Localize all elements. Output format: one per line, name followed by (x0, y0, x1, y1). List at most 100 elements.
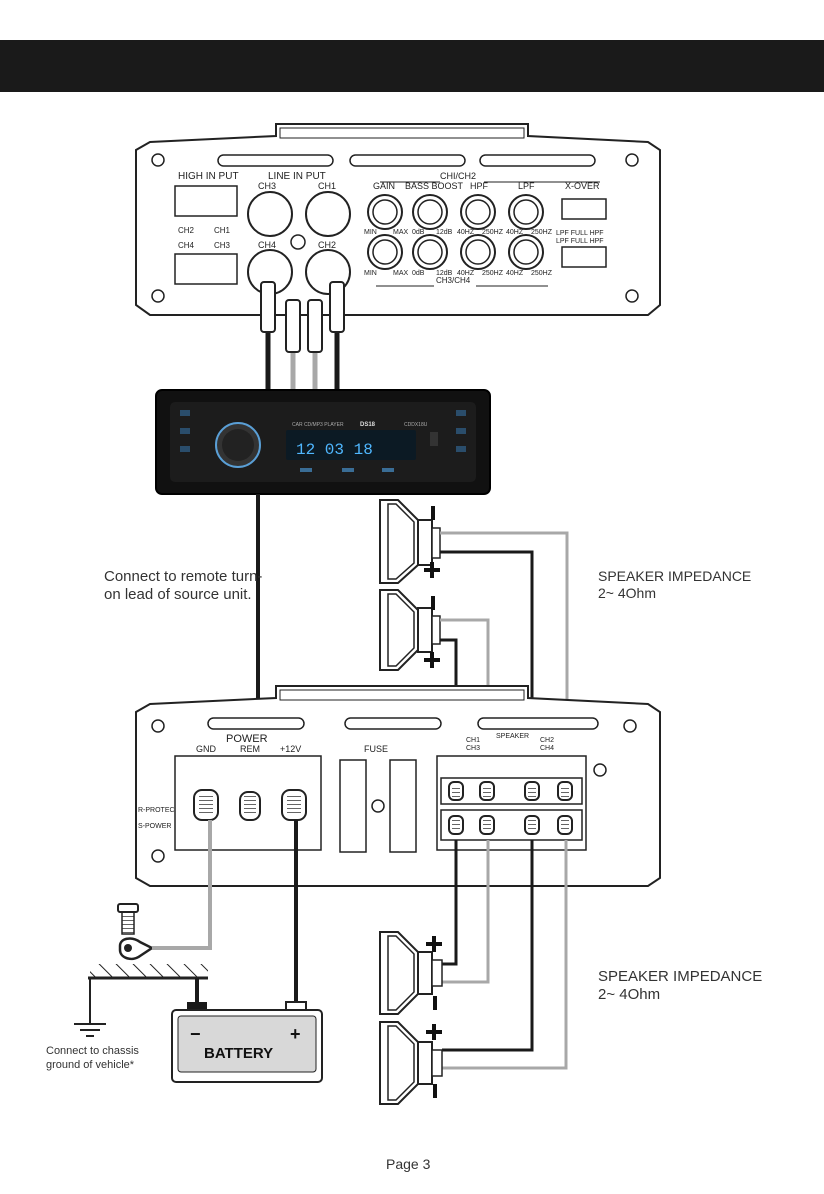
spk-ch4-label: CH4 (540, 745, 554, 752)
lcd-display (286, 430, 416, 460)
lpf2-40hz-label: 40HZ (506, 270, 524, 277)
amplifier-top: HIGH IN PUT LINE IN PUT CHI/CH2 CH2 CH1 … (135, 123, 661, 316)
rca-ch1-label: CH1 (318, 181, 336, 191)
speaker-label: SPEAKER (496, 733, 529, 740)
battery-minus: − (190, 1024, 201, 1044)
amplifier-bottom: POWER GND REM +12V FUSE SPEAKER CH1 CH3 … (135, 685, 661, 887)
high-ch1-label: CH1 (214, 226, 231, 235)
speaker-terminal-screw[interactable] (479, 781, 495, 801)
gnd-terminal-screw[interactable] (193, 789, 219, 821)
speaker-terminal-screw[interactable] (448, 781, 464, 801)
lpf2-250hz-label: 250HZ (531, 270, 553, 277)
high-input-socket (174, 185, 238, 217)
header-bar (0, 40, 824, 92)
impedance-top-value: 2~ 4Ohm (598, 585, 656, 601)
bass-boost-knob-2[interactable] (412, 234, 448, 270)
ground-symbol-icon (74, 1023, 106, 1037)
bass2-12db-label: 12dB (436, 270, 453, 277)
usb-port (430, 432, 438, 446)
gain-min-label: MIN (364, 229, 377, 236)
speaker-terminal-screw[interactable] (557, 815, 573, 835)
hpf2-40hz-label: 40HZ (457, 270, 475, 277)
bass2-0db-label: 0dB (412, 270, 425, 277)
gain-label: GAIN (373, 181, 395, 191)
v12-label: +12V (280, 744, 301, 754)
bass-12db-label: 12dB (436, 229, 453, 236)
hpf2-250hz-label: 250HZ (482, 270, 504, 277)
mount-hole (151, 849, 165, 863)
plus-icon (426, 1024, 442, 1040)
lpf-label: LPF (518, 181, 535, 191)
xover-options-1: LPF FULL HPF (556, 230, 604, 237)
rca-ch3-label: CH3 (258, 181, 276, 191)
mount-hole (625, 153, 639, 167)
speaker-terminal-screw[interactable] (479, 815, 495, 835)
gain-knob-2[interactable] (367, 234, 403, 270)
speaker-terminal-screw[interactable] (524, 815, 540, 835)
mount-hole (625, 289, 639, 303)
brand-logo: DS18 (360, 422, 376, 428)
gain-knob[interactable] (367, 194, 403, 230)
speaker-wires-bottom (442, 840, 568, 1070)
battery-label: BATTERY (204, 1045, 273, 1062)
gain2-min-label: MIN (364, 270, 377, 277)
ch3-ch4-label: CH3/CH4 (436, 276, 471, 285)
high-ch3-label: CH3 (214, 241, 231, 250)
lpf-knob-2[interactable] (508, 234, 544, 270)
rem-terminal-screw[interactable] (239, 791, 261, 821)
power-label: POWER (226, 733, 268, 745)
minus-icon (433, 996, 437, 1010)
high-ch2-label: CH2 (178, 226, 195, 235)
impedance-top-title: SPEAKER IMPEDANCE (598, 568, 752, 584)
spk-ch1-label: CH1 (466, 737, 480, 744)
xover-switch-1[interactable] (561, 198, 607, 220)
remote-note: Connect to remote turn-on lead of source… (104, 568, 263, 603)
xover-label: X-OVER (565, 181, 600, 191)
rca-ch2-label: CH2 (318, 240, 336, 250)
speaker-top-1 (379, 499, 441, 584)
s-power-label: S-POWER (138, 823, 171, 830)
lpf-knob[interactable] (508, 194, 544, 230)
screw-icon (117, 903, 139, 935)
lcd-text: 12 03 18 (296, 441, 373, 459)
hpf-label: HPF (470, 181, 489, 191)
fuse-1 (339, 759, 367, 853)
head-unit-label: CAR CD/MP3 PLAYER (292, 422, 344, 428)
v12-terminal-screw[interactable] (281, 789, 307, 821)
ground-wire (152, 820, 212, 950)
speaker-terminal-screw[interactable] (448, 815, 464, 835)
speaker-terminal-screw[interactable] (557, 781, 573, 801)
bass-boost-knob[interactable] (412, 194, 448, 230)
bass-boost-label: BASS BOOST (405, 181, 464, 191)
model-label: CDDX18U (404, 422, 428, 428)
mount-hole (151, 289, 165, 303)
hpf-250hz-label: 250HZ (482, 229, 504, 236)
speaker-top-2 (379, 589, 441, 671)
minus-icon (431, 596, 435, 610)
impedance-top: SPEAKER IMPEDANCE 2~ 4Ohm (598, 568, 751, 602)
gain-max-label: MAX (393, 229, 409, 236)
ring-terminal-icon (118, 937, 155, 961)
impedance-bottom: SPEAKER IMPEDANCE 2~ 4Ohm (598, 968, 762, 1004)
high-input-label: HIGH IN PUT (178, 171, 239, 182)
mount-hole (151, 153, 165, 167)
lpf-40hz-label: 40HZ (506, 229, 524, 236)
mount-hole (151, 719, 165, 733)
rca-jack-ch1 (305, 191, 351, 237)
rca-cables (260, 281, 345, 392)
battery-plus: + (290, 1024, 301, 1044)
ground-note: Connect to chassis ground of vehicle* (46, 1045, 139, 1071)
rca-jack-ch3 (247, 191, 293, 237)
hpf-knob-2[interactable] (460, 234, 496, 270)
hpf-knob[interactable] (460, 194, 496, 230)
line-input-label: LINE IN PUT (268, 171, 326, 182)
spk-ch3-label: CH3 (466, 745, 480, 752)
fuse-2 (389, 759, 417, 853)
mount-hole (623, 719, 637, 733)
plus-icon (426, 936, 442, 952)
spk-ch2-label: CH2 (540, 737, 554, 744)
hpf-40hz-label: 40HZ (457, 229, 475, 236)
speaker-terminal-screw[interactable] (524, 781, 540, 801)
xover-switch-2[interactable] (561, 246, 607, 268)
